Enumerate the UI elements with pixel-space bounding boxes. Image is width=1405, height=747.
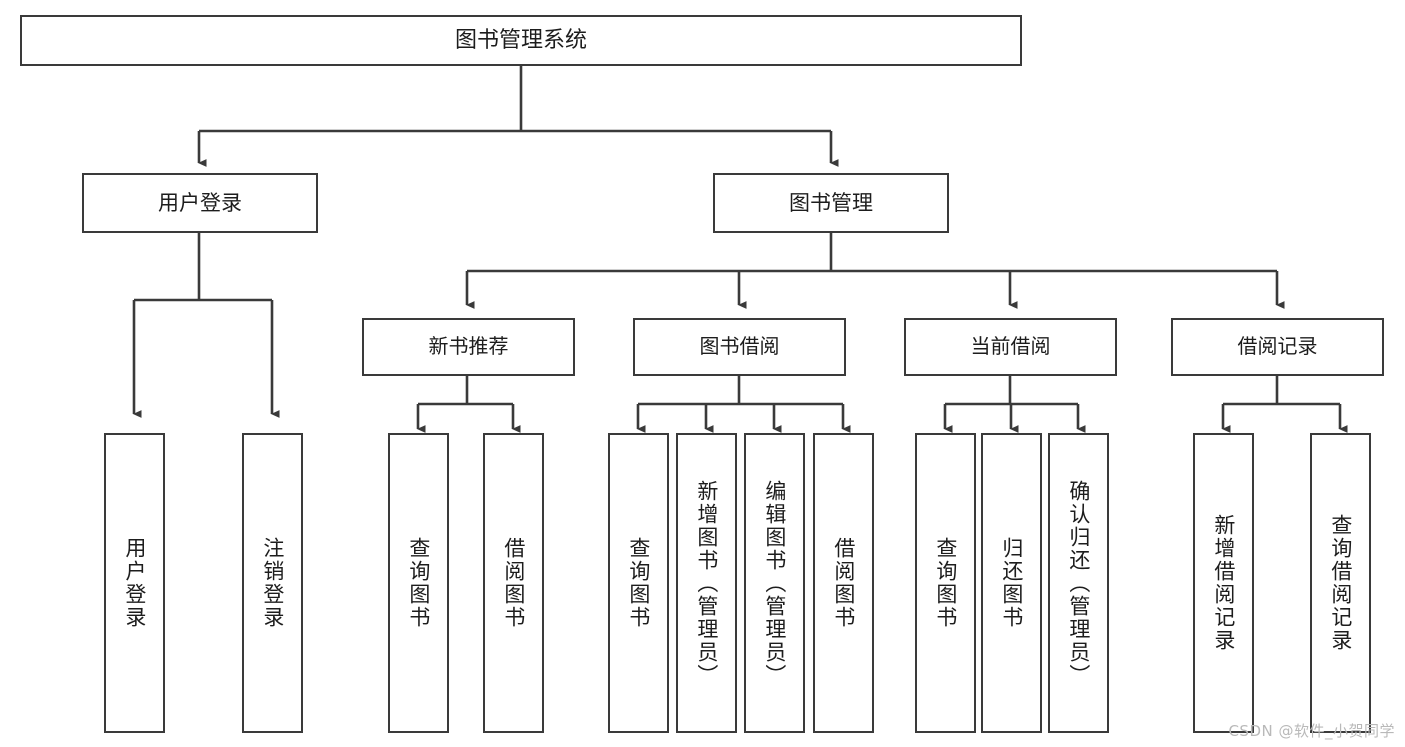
node-label: 借阅记录	[1237, 334, 1318, 359]
node-leaf-query-book-current[interactable]: 查询图书	[915, 433, 976, 733]
node-label: 注销登录	[260, 537, 285, 629]
node-leaf-borrow-book[interactable]: 借阅图书	[813, 433, 874, 733]
node-leaf-borrow-book-new[interactable]: 借阅图书	[483, 433, 544, 733]
node-label: 当前借阅	[970, 334, 1051, 359]
node-label: 归还图书	[999, 537, 1024, 629]
node-label: 查询图书	[406, 537, 431, 629]
node-label: 借阅图书	[831, 537, 856, 629]
node-leaf-query-book-new[interactable]: 查询图书	[388, 433, 449, 733]
node-leaf-user-login[interactable]: 用户登录	[104, 433, 165, 733]
node-leaf-logout[interactable]: 注销登录	[242, 433, 303, 733]
node-leaf-return-book[interactable]: 归还图书	[981, 433, 1042, 733]
node-new-book-recommend[interactable]: 新书推荐	[362, 318, 575, 376]
node-leaf-edit-book-admin[interactable]: 编辑图书（管理员）	[744, 433, 805, 733]
node-leaf-query-book-borrow[interactable]: 查询图书	[608, 433, 669, 733]
node-label: 查询图书	[933, 537, 958, 629]
node-label: 确认归还（管理员）	[1066, 479, 1091, 687]
node-book-management[interactable]: 图书管理	[713, 173, 949, 233]
node-label: 新增借阅记录	[1211, 514, 1236, 652]
node-user-login[interactable]: 用户登录	[82, 173, 318, 233]
node-leaf-add-borrow-record[interactable]: 新增借阅记录	[1193, 433, 1254, 733]
node-leaf-confirm-return-admin[interactable]: 确认归还（管理员）	[1048, 433, 1109, 733]
node-label: 用户登录	[158, 190, 242, 215]
node-root-book-management-system[interactable]: 图书管理系统	[20, 15, 1022, 66]
node-label: 图书管理	[789, 190, 873, 215]
node-label: 查询借阅记录	[1328, 514, 1353, 652]
node-label: 查询图书	[626, 537, 651, 629]
node-label: 编辑图书（管理员）	[762, 479, 787, 687]
node-book-borrow[interactable]: 图书借阅	[633, 318, 846, 376]
node-label: 用户登录	[122, 537, 147, 629]
csdn-watermark: CSDN @软件_小贺同学	[1228, 722, 1395, 740]
node-label: 图书借阅	[699, 334, 780, 359]
node-current-borrow[interactable]: 当前借阅	[904, 318, 1117, 376]
node-label: 新书推荐	[428, 334, 509, 359]
node-leaf-add-book-admin[interactable]: 新增图书（管理员）	[676, 433, 737, 733]
node-label: 图书管理系统	[454, 27, 587, 53]
node-label: 借阅图书	[501, 537, 526, 629]
node-borrow-record[interactable]: 借阅记录	[1171, 318, 1384, 376]
node-label: 新增图书（管理员）	[694, 479, 719, 687]
node-leaf-query-borrow-record[interactable]: 查询借阅记录	[1310, 433, 1371, 733]
